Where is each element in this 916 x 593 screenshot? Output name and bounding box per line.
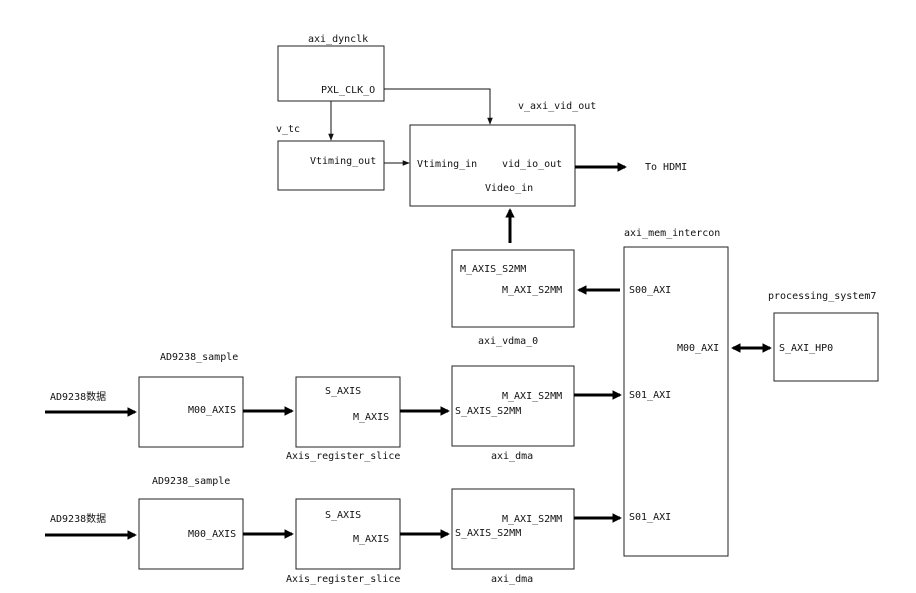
row1-sample-block: [138, 376, 244, 448]
vid-io-out-port: vid_io_out: [502, 159, 562, 170]
axi-mem-intercon-title: axi_mem_intercon: [624, 228, 720, 239]
row2-sample-block: [138, 498, 244, 570]
v-tc-block: [277, 140, 385, 191]
row2-dma-title: axi_dma: [491, 574, 533, 585]
axi-mem-intercon-block: [623, 246, 729, 557]
row1-s-axis-s2mm-port: S_AXIS_S2MM: [455, 406, 521, 417]
m00-axi-port: M00_AXI: [677, 343, 719, 354]
row1-sample-title: AD9238_sample: [160, 352, 238, 363]
row2-m-axis-port: M_AXIS: [353, 534, 389, 545]
row1-m00-axis-port: M00_AXIS: [188, 405, 236, 416]
to-hdmi-label: To HDMI: [645, 162, 687, 173]
row2-slice-title: Axis_register_slice: [286, 574, 400, 585]
video-in-port: Video_in: [485, 183, 533, 194]
row2-input-label: AD9238数据: [50, 512, 106, 525]
pxl-clk-o-port: PXL_CLK_O: [321, 85, 375, 96]
processing-system7-block: [773, 312, 879, 382]
m-axis-s2mm-port: M_AXIS_S2MM: [460, 264, 526, 275]
m-axi-s2mm-port: M_AXI_S2MM: [502, 285, 562, 296]
s-axi-hp0-port: S_AXI_HP0: [779, 343, 833, 354]
processing-system7-title: processing_system7: [768, 291, 876, 302]
v-tc-title: v_tc: [276, 124, 300, 135]
axi-vdma-0-block: [451, 249, 575, 328]
s01-axi-port-b: S01_AXI: [629, 512, 671, 523]
axi-dynclk-title: axi_dynclk: [308, 34, 368, 45]
clk-to-vid-out-arrow: [384, 88, 493, 125]
row2-m00-axis-port: M00_AXIS: [188, 529, 236, 540]
row2-s-axis-s2mm-port: S_AXIS_S2MM: [455, 528, 521, 539]
row1-dma-title: axi_dma: [491, 451, 533, 462]
axi-vdma-0-title: axi_vdma_0: [478, 336, 538, 347]
row1-input-label: AD9238数据: [50, 390, 106, 403]
row1-m-axi-s2mm-port: M_AXI_S2MM: [502, 391, 562, 402]
s01-axi-port-a: S01_AXI: [629, 390, 671, 401]
axi-dynclk-block: [277, 45, 385, 102]
row2-s-axis-port: S_AXIS: [325, 510, 361, 521]
v-axi-vid-out-title: v_axi_vid_out: [518, 101, 596, 112]
vtiming-in-port: Vtiming_in: [417, 159, 477, 170]
row1-s-axis-port: S_AXIS: [325, 386, 361, 397]
s00-axi-port: S00_AXI: [629, 285, 671, 296]
row1-m-axis-port: M_AXIS: [353, 412, 389, 423]
row2-dma-block: [451, 488, 575, 570]
row1-slice-title: Axis_register_slice: [286, 451, 400, 462]
vtiming-out-port: Vtiming_out: [310, 156, 376, 167]
row2-m-axi-s2mm-port: M_AXI_S2MM: [502, 514, 562, 525]
row1-dma-block: [451, 365, 575, 447]
row1-slice-block: [295, 376, 401, 448]
row2-sample-title: AD9238_sample: [152, 476, 230, 487]
v-axi-vid-out-block: [409, 124, 576, 207]
